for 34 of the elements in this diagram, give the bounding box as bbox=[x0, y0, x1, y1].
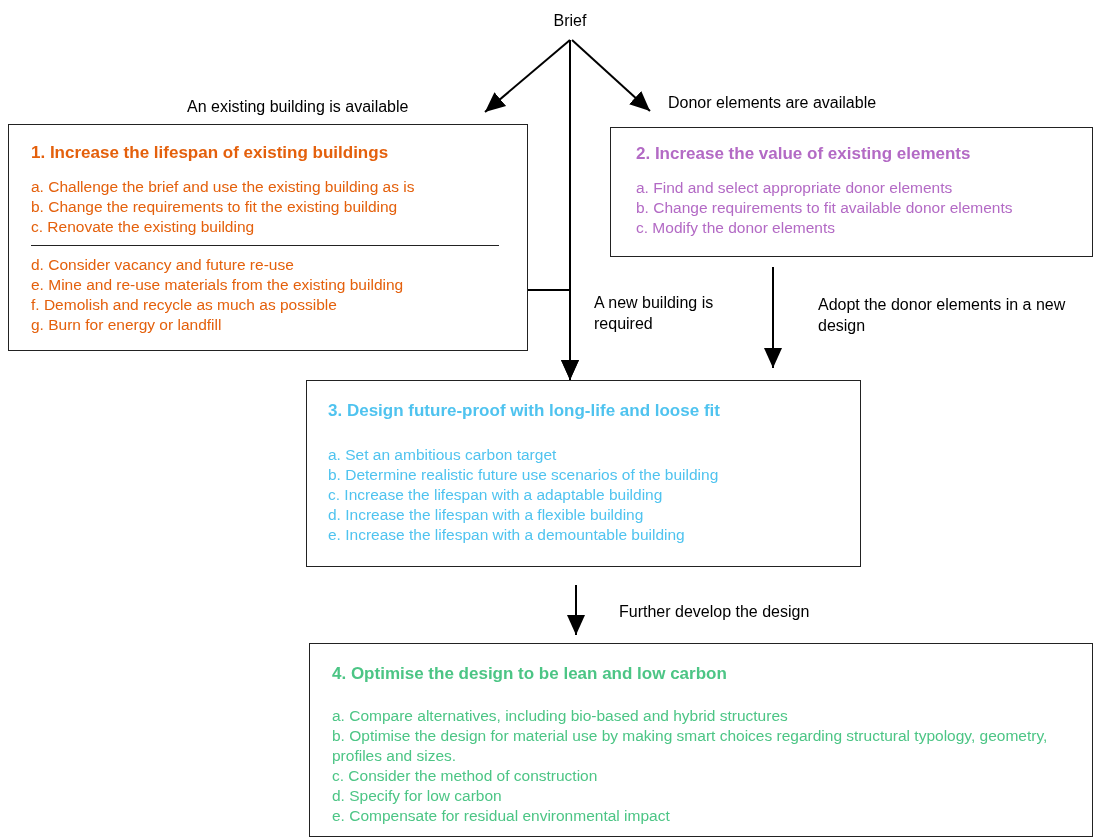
step-item: g. Burn for energy or landfill bbox=[31, 315, 223, 335]
step-item: b. Optimise the design for material use by making smart choices regarding structural typology, geometry, profiles and sizes. bbox=[332, 726, 1049, 766]
step-item: d. Increase the lifespan with a flexible building bbox=[328, 505, 645, 525]
arrow bbox=[567, 584, 585, 636]
step-item: b. Change the requirements to fit the existing building bbox=[31, 197, 399, 217]
step-item: b. Change requirements to fit available donor elements bbox=[636, 198, 1014, 218]
arrow bbox=[571, 39, 651, 112]
step-item: a. Find and select appropriate donor elements bbox=[636, 178, 954, 198]
step-title: 4. Optimise the design to be lean and low carbon bbox=[332, 663, 728, 684]
step-item: e. Mine and re-use materials from the existing building bbox=[31, 275, 405, 295]
step-item: a. Compare alternatives, including bio-based and hybrid structures bbox=[332, 706, 789, 726]
step-item: c. Consider the method of construction bbox=[332, 766, 599, 786]
step-item: a. Set an ambitious carbon target bbox=[328, 445, 558, 465]
start-label: Brief bbox=[553, 12, 587, 30]
arrow bbox=[527, 289, 579, 381]
step-item: f. Demolish and recycle as much as possible bbox=[31, 295, 338, 315]
step-title: 1. Increase the lifespan of existing buildings bbox=[31, 142, 390, 163]
step-item: a. Challenge the brief and use the existing building as is bbox=[31, 177, 416, 197]
step-box bbox=[610, 127, 1093, 257]
step-item: b. Determine realistic future use scenarios of the building bbox=[328, 465, 720, 485]
step-item: d. Consider vacancy and future re-use bbox=[31, 255, 295, 275]
step-item: c. Increase the lifespan with a adaptable building bbox=[328, 485, 664, 505]
step-item: e. Compensate for residual environmental impact bbox=[332, 806, 671, 826]
step-item: c. Renovate the existing building bbox=[31, 217, 256, 237]
step-box bbox=[306, 380, 861, 567]
step-item: c. Modify the donor elements bbox=[636, 218, 837, 238]
step-box bbox=[309, 643, 1093, 837]
step-title: 2. Increase the value of existing elements bbox=[636, 143, 972, 164]
arrow bbox=[764, 266, 782, 369]
step-item: e. Increase the lifespan with a demountable building bbox=[328, 525, 686, 545]
arrow bbox=[484, 39, 571, 113]
step-box bbox=[8, 124, 528, 351]
step-title: 3. Design future-proof with long-life and loose fit bbox=[328, 400, 721, 421]
step-item: d. Specify for low carbon bbox=[332, 786, 503, 806]
